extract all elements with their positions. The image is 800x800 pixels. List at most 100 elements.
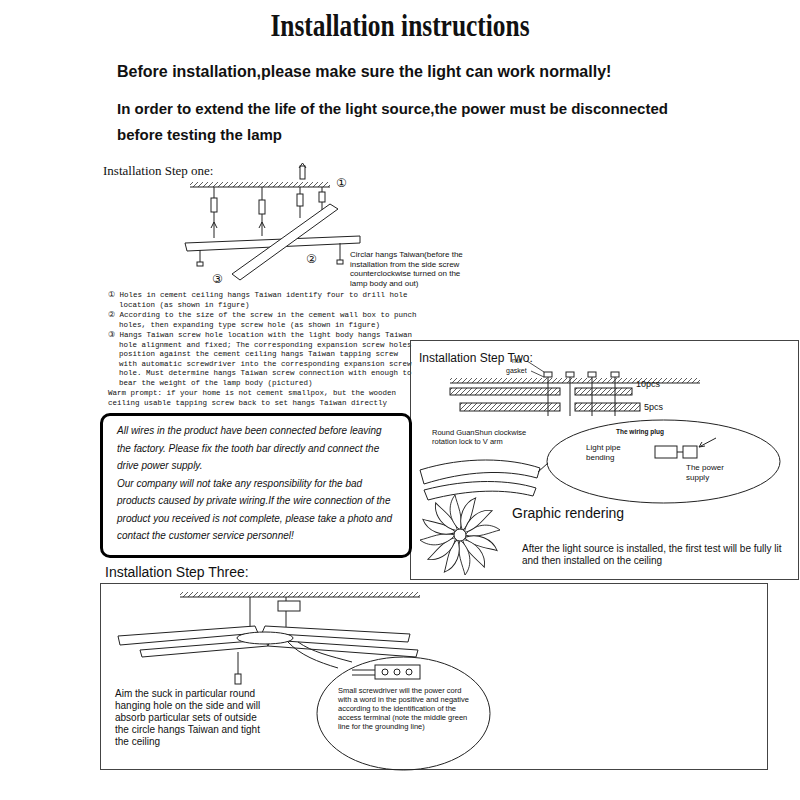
screw-bar xyxy=(544,372,552,377)
hanging-bar xyxy=(340,243,341,262)
expansion-screw xyxy=(300,166,305,179)
light-rendering xyxy=(420,534,455,545)
expansion-screw xyxy=(319,192,325,202)
ceiling xyxy=(190,186,330,187)
step-panel: Installation Step Three:Small screwdrive… xyxy=(100,583,768,770)
callout-outline xyxy=(547,420,780,503)
part-label: gasket xyxy=(506,367,527,374)
warning-box: All wires in the product have been conne… xyxy=(100,413,412,558)
callout-ellipse: Small screwdriver will the power cord wi… xyxy=(316,656,491,771)
power-wire xyxy=(288,642,338,668)
node-text: Our company will not take any responsibi… xyxy=(117,475,395,545)
terminal-block xyxy=(382,669,388,675)
wiring-plug xyxy=(655,446,677,458)
lamp-arm xyxy=(424,482,536,501)
notice-text: In order to extend the life of the light… xyxy=(117,96,717,148)
lamp-body xyxy=(118,597,418,657)
lamp-body xyxy=(237,632,293,644)
expansion-screw xyxy=(259,200,265,214)
lamp-arm xyxy=(538,463,548,472)
terminal-block xyxy=(394,669,400,675)
terminal-block xyxy=(352,670,375,675)
screw-bar xyxy=(588,372,596,377)
lamp-arm xyxy=(420,460,548,500)
node-text: Light pipe bending xyxy=(586,443,646,463)
node-text: The power supply xyxy=(686,463,744,483)
callout-number: ③ xyxy=(212,272,223,286)
power-wire xyxy=(288,642,352,668)
screwdriver xyxy=(235,652,241,684)
expansion-screw xyxy=(211,198,217,212)
wiring-plug xyxy=(683,446,697,458)
part-note: Round GuanShun clockwise rotation lock t… xyxy=(432,428,552,446)
lamp-body xyxy=(250,597,251,627)
hanging-bar xyxy=(232,204,338,280)
callout-outline xyxy=(317,657,490,770)
expansion-screw xyxy=(297,194,303,206)
step-note: ① Holes in cement ceiling hangs Taiwan i… xyxy=(108,291,417,310)
wiring-plug xyxy=(677,452,683,453)
quantity-label: 10pcs xyxy=(636,379,660,389)
node-text: The wiring plug xyxy=(616,428,664,435)
step-heading: Installation Step one: xyxy=(103,163,213,179)
screw-bar xyxy=(615,372,616,416)
hanging-bar xyxy=(185,204,360,280)
screw-bar xyxy=(450,388,560,395)
screwdriver xyxy=(238,652,239,674)
callout-ellipse: The wiring plugLight pipe bendingThe pow… xyxy=(546,419,781,504)
hanging-bar xyxy=(197,262,203,266)
screw-bar xyxy=(566,372,574,377)
node-text: Installation Step Two: xyxy=(419,351,533,365)
step-note: After the light source is installed, the… xyxy=(522,543,787,566)
ceiling xyxy=(190,182,330,187)
screw-bar xyxy=(575,403,640,411)
hanging-bar xyxy=(337,260,343,264)
part-note: Circlar hangs Taiwan(before the installa… xyxy=(350,250,472,288)
step-note: ② According to the size of the screw in … xyxy=(108,311,417,330)
light-rendering xyxy=(459,540,470,575)
terminal-block xyxy=(406,669,412,675)
ceiling xyxy=(180,596,420,597)
lamp-body xyxy=(268,640,418,657)
ceiling xyxy=(180,592,420,597)
ceiling xyxy=(450,378,700,383)
light-rendering xyxy=(459,506,495,533)
light-rendering xyxy=(454,529,466,541)
callout-number: ② xyxy=(306,252,317,266)
wiring-plug xyxy=(655,438,716,458)
wiring-plug xyxy=(699,438,716,447)
screw-bar xyxy=(592,372,593,416)
screw-bar xyxy=(548,372,549,416)
screw-bar xyxy=(575,388,632,395)
step-note: ③ Hangs Taiwan screw hole location with … xyxy=(108,331,417,388)
screw-bar xyxy=(450,372,640,416)
quantity-label: 5pcs xyxy=(644,402,663,412)
screwdriver xyxy=(235,674,241,684)
ceiling xyxy=(190,182,330,187)
light-rendering xyxy=(450,495,461,530)
page-title: Installation instructions xyxy=(72,8,728,44)
power-wire xyxy=(298,642,352,662)
screw-bar xyxy=(570,372,571,416)
step-note: Aim the suck in particular round hanging… xyxy=(115,688,265,748)
light-rendering xyxy=(420,495,500,575)
step-panel: Installation Step Two: The wiring plugLig… xyxy=(410,340,799,580)
node-text: Installation Step Three: xyxy=(105,564,249,580)
node-text: Small screwdriver will the power cord wi… xyxy=(338,686,469,731)
lamp-arm xyxy=(420,460,540,484)
ceiling xyxy=(450,382,700,383)
ceiling xyxy=(450,378,700,383)
lamp-body xyxy=(278,601,300,611)
notice-text: Before installation,please make sure the… xyxy=(117,63,797,81)
callout-number: ① xyxy=(336,176,347,190)
expansion-screw xyxy=(299,163,306,168)
warm-prompt: Warm prompt: if your home is not cement … xyxy=(108,389,406,408)
screw-bar xyxy=(611,372,619,377)
section-heading: Graphic rendering xyxy=(512,505,624,521)
ceiling xyxy=(180,592,420,597)
leader-line xyxy=(531,371,544,377)
terminal-block xyxy=(352,665,420,679)
expansion-screw xyxy=(211,222,265,228)
terminal-block xyxy=(375,665,420,679)
node-text: All wires in the product have been conne… xyxy=(117,422,395,475)
